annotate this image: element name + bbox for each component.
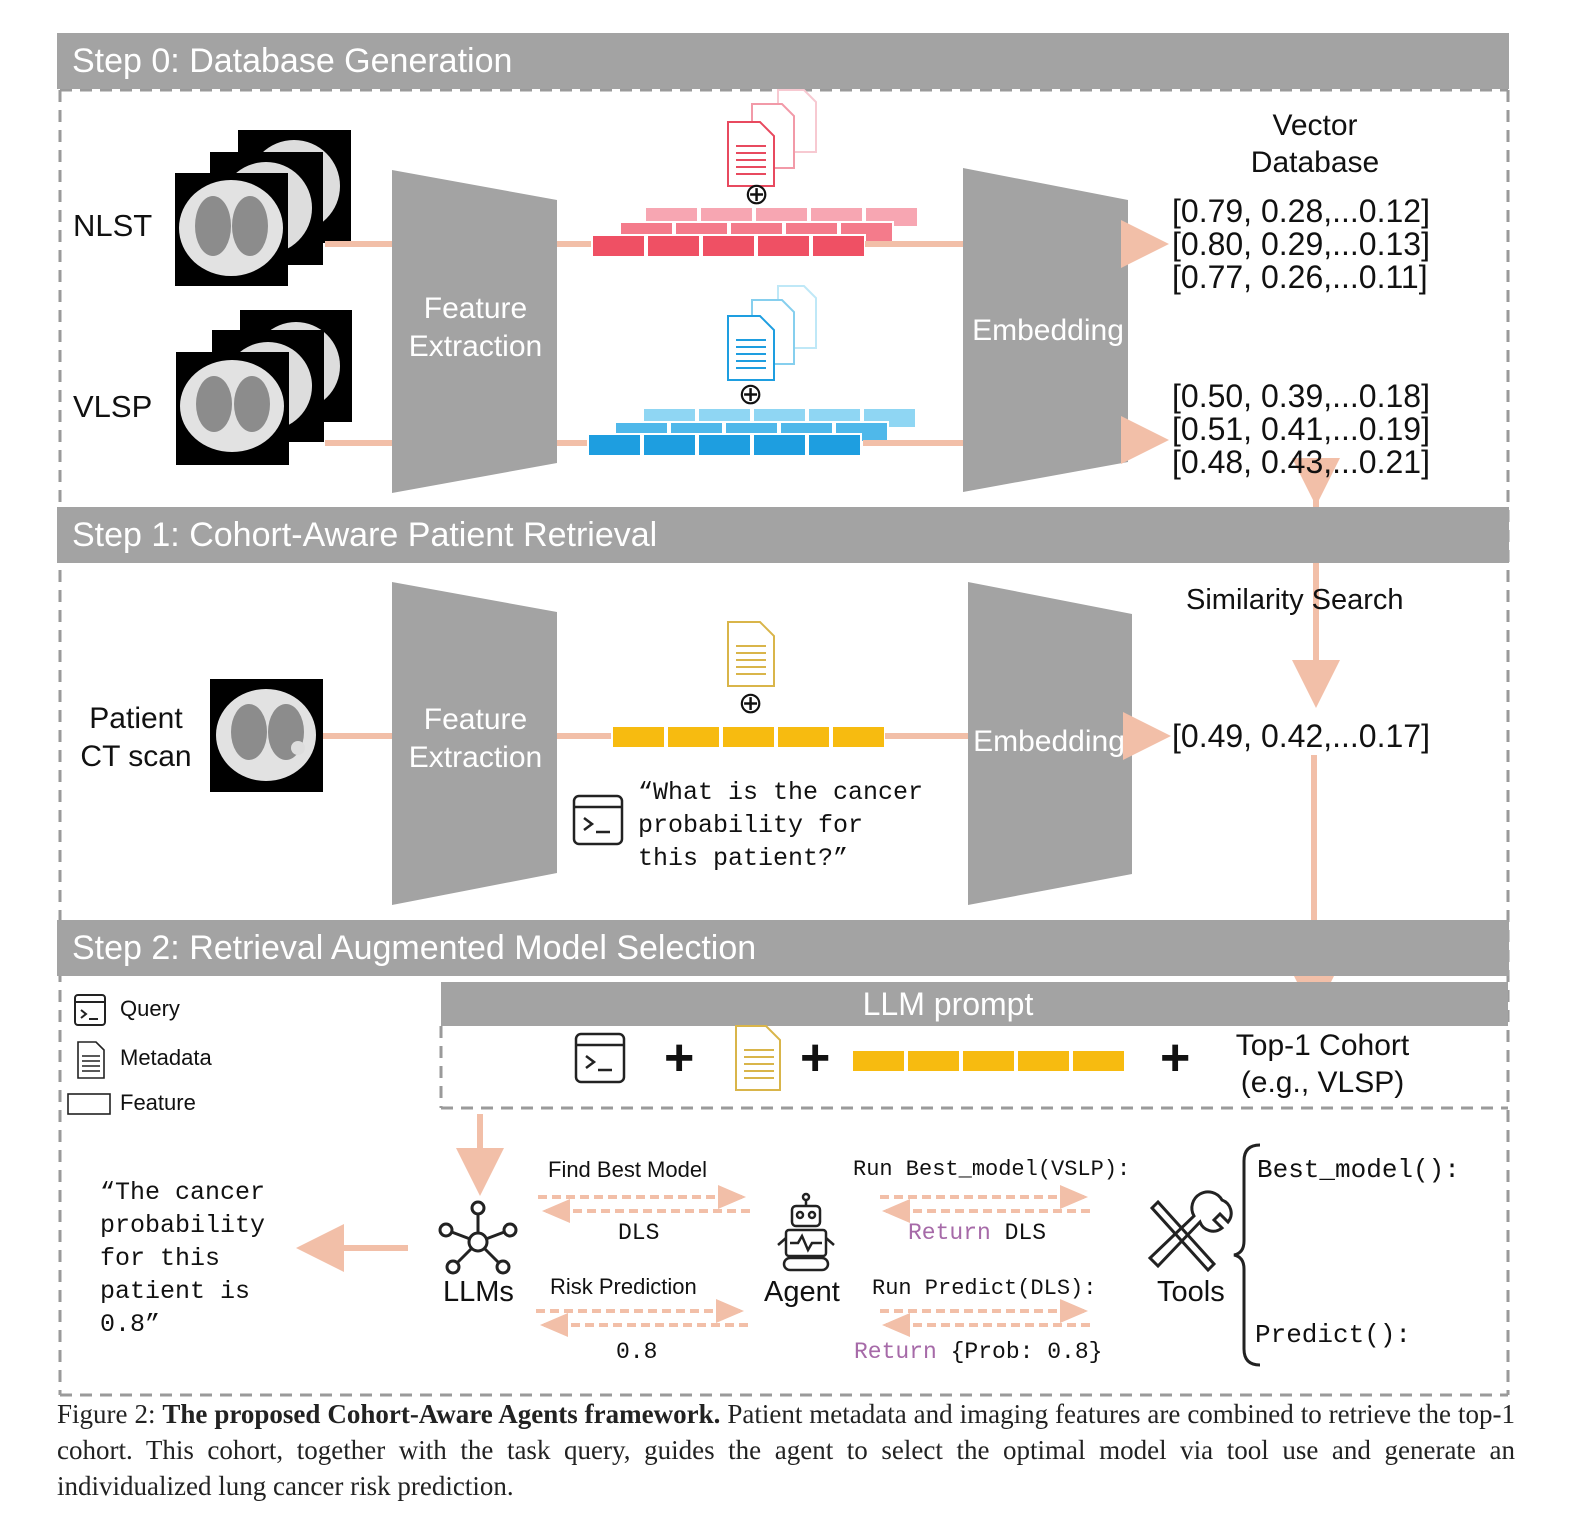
- run-best-model-label: Run Best_model(VSLP):: [853, 1157, 1131, 1182]
- caption-prefix: Figure 2:: [57, 1399, 163, 1429]
- legend-feature-label: Feature: [120, 1090, 196, 1115]
- run-predict-label: Run Predict(DLS):: [872, 1276, 1097, 1301]
- vlsp-metadata-docs-icon: [727, 285, 817, 381]
- patient-ct-image: [210, 679, 323, 792]
- figure-caption: Figure 2: The proposed Cohort-Aware Agen…: [57, 1396, 1515, 1504]
- llm-prompt-title: LLM prompt: [862, 986, 1034, 1022]
- return-value: {Prob: 0.8}: [936, 1339, 1103, 1365]
- caption-body: Patient metadata and imaging features ar…: [57, 1399, 1515, 1501]
- top1-cohort-label: Top-1 Cohort (e.g., VLSP): [1235, 1029, 1410, 1099]
- cohort-label-vlsp: VLSP: [73, 389, 153, 424]
- concat-symbol-vlsp: ⊕: [738, 378, 764, 411]
- legend-metadata-label: Metadata: [120, 1045, 212, 1070]
- nlst-feature-bars: [591, 206, 919, 258]
- embedding-block-step0: [963, 168, 1128, 492]
- patient-feature-bars: [611, 725, 886, 749]
- patient-ct-label: Patient CT scan: [80, 702, 192, 773]
- llm-agent-exchange-arrows: [536, 1185, 750, 1337]
- step0-banner: Step 0: Database Generation: [57, 33, 1509, 89]
- vector-database-title: Vector Database: [1250, 109, 1380, 179]
- cohort-label-nlst: NLST: [73, 208, 153, 243]
- embedding-label-step0: Embedding: [972, 314, 1124, 347]
- tool-best-model-label: Best_model():: [1257, 1155, 1460, 1185]
- dls-reply-label: DLS: [618, 1220, 660, 1246]
- llms-network-icon: [438, 1200, 518, 1275]
- vlsp-ct-images: [176, 310, 352, 465]
- concat-symbol-nlst: ⊕: [744, 178, 770, 211]
- tools-icon: [1147, 1190, 1233, 1273]
- feature-extraction-block-step1: [392, 582, 557, 905]
- legend-query-icon: [74, 994, 106, 1026]
- return-dls-label: Return DLS: [908, 1220, 1046, 1246]
- query-terminal-icon: [572, 794, 624, 846]
- return-value: DLS: [990, 1220, 1047, 1246]
- nlst-metadata-docs-icon: [727, 89, 817, 187]
- return-keyword: Return: [854, 1339, 937, 1365]
- nlst-ct-images: [175, 130, 351, 286]
- output-text: “The cancer probability for this patient…: [100, 1178, 266, 1339]
- legend-query-label: Query: [120, 996, 180, 1021]
- nlst-vector: [0.80, 0.29,...0.13]: [1172, 226, 1430, 262]
- vlsp-vector: [0.51, 0.41,...0.19]: [1172, 411, 1430, 447]
- risk-prediction-label: Risk Prediction: [550, 1274, 697, 1299]
- agent-tools-exchange-arrows: [880, 1185, 1090, 1337]
- plus-sign: +: [800, 1029, 831, 1087]
- agent-robot-icon: [777, 1192, 835, 1272]
- vlsp-vector: [0.50, 0.39,...0.18]: [1172, 378, 1430, 414]
- tools-brace: [1233, 1143, 1261, 1367]
- nlst-vector: [0.79, 0.28,...0.12]: [1172, 193, 1430, 229]
- prompt-feature-bars: [851, 1049, 1126, 1073]
- embedding-block-step1: [968, 582, 1132, 905]
- vlsp-feature-bars: [587, 407, 917, 457]
- return-prob-label: Return {Prob: 0.8}: [854, 1339, 1102, 1365]
- find-best-model-label: Find Best Model: [548, 1157, 707, 1182]
- prompt-query-icon: [574, 1032, 626, 1084]
- feature-extraction-block-step0: [392, 170, 557, 493]
- agent-label: Agent: [764, 1276, 840, 1308]
- return-keyword: Return: [908, 1220, 991, 1246]
- tools-label: Tools: [1157, 1276, 1225, 1308]
- patient-metadata-doc-icon: [727, 621, 775, 687]
- similarity-search-label: Similarity Search: [1186, 584, 1404, 616]
- caption-title: The proposed Cohort-Aware Agents framewo…: [162, 1399, 721, 1429]
- plus-sign: +: [664, 1029, 695, 1087]
- concat-symbol-patient: ⊕: [738, 687, 764, 720]
- embedding-label-step1: Embedding: [973, 725, 1125, 758]
- prompt-metadata-icon: [735, 1025, 781, 1091]
- legend-feature-icon: [67, 1093, 111, 1115]
- tool-predict-label: Predict():: [1255, 1320, 1412, 1350]
- feature-extraction-label-step0: Feature Extraction: [408, 292, 543, 363]
- vlsp-vector: [0.48, 0.43,...0.21]: [1172, 444, 1430, 480]
- step1-banner: Step 1: Cohort-Aware Patient Retrieval: [57, 507, 1509, 563]
- nlst-vector: [0.77, 0.26,...0.11]: [1172, 259, 1428, 295]
- feature-extraction-label-step1: Feature Extraction: [408, 703, 543, 774]
- query-text: “What is the cancer probability for this…: [638, 778, 924, 873]
- llms-label: LLMs: [443, 1276, 514, 1308]
- risk-reply-label: 0.8: [616, 1339, 658, 1365]
- legend-metadata-icon: [77, 1041, 105, 1079]
- plus-sign: +: [1160, 1029, 1191, 1087]
- step2-banner: Step 2: Retrieval Augmented Model Select…: [57, 920, 1509, 976]
- patient-vector: [0.49, 0.42,...0.17]: [1172, 718, 1430, 754]
